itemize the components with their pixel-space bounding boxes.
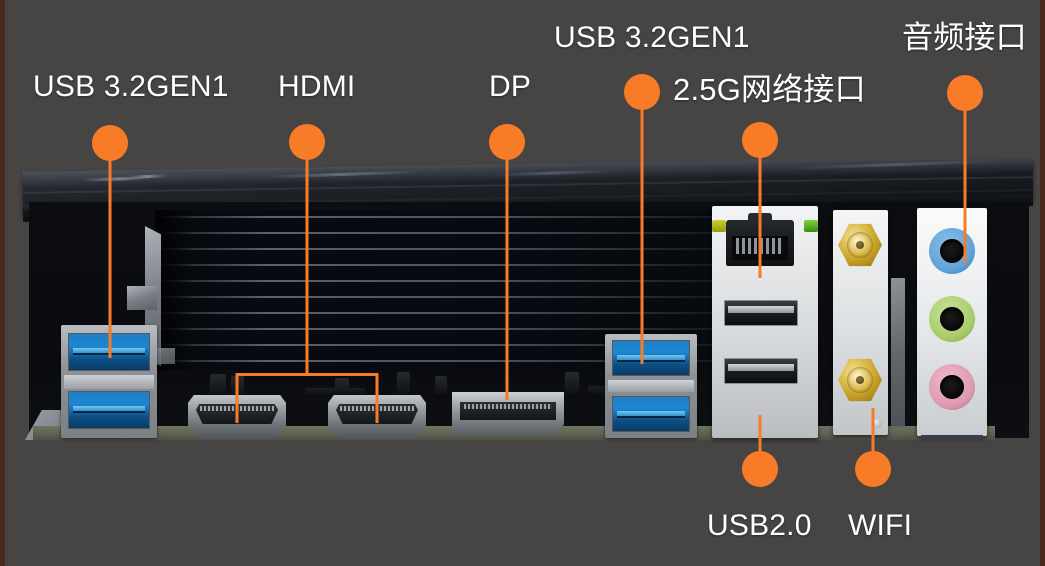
board-capacitor <box>210 374 226 394</box>
usb3-port-bottom-right <box>612 396 690 432</box>
leader-line-usb32gen1-left <box>108 143 112 358</box>
callout-dot-wifi[interactable] <box>855 451 891 487</box>
leader-line-audio <box>963 93 967 263</box>
callout-label-hdmi: HDMI <box>278 70 356 103</box>
usb3-port-top-right <box>612 340 690 376</box>
lan-led-right <box>804 220 818 232</box>
callout-dot-audio[interactable] <box>947 75 983 111</box>
io-metal-brace <box>891 278 905 428</box>
board-capacitor <box>565 372 579 394</box>
callout-dot-usb32gen1-right[interactable] <box>624 74 660 110</box>
leader-line-hdmi-stem <box>305 142 309 375</box>
lan-usb2-shield <box>712 206 818 438</box>
motherboard-photo <box>5 158 1040 458</box>
audio-jack-line-in <box>929 228 975 274</box>
callout-dot-usb20[interactable] <box>742 451 778 487</box>
callout-dot-lan-2-5g[interactable] <box>742 122 778 158</box>
leader-line-usb32gen1-right <box>640 92 644 364</box>
audio-jack-microphone <box>929 364 975 410</box>
usb2-port-top <box>724 300 798 326</box>
leader-line-wifi <box>871 408 875 469</box>
wifi-sma-connector-bottom <box>838 358 882 402</box>
wifi-sma-connector-top <box>838 223 882 267</box>
callout-label-usb20: USB2.0 <box>707 509 812 542</box>
leader-line-hdmi-bracket <box>236 373 378 376</box>
leader-line-dp <box>505 142 509 400</box>
callout-label-usb32gen1-left: USB 3.2GEN1 <box>33 70 229 103</box>
audio-jack-bracket <box>917 208 987 442</box>
usb3-stack-left <box>61 325 157 438</box>
lan-led-left <box>712 220 726 232</box>
board-capacitor <box>397 372 410 394</box>
callout-dot-usb32gen1-left[interactable] <box>92 125 128 161</box>
callout-label-dp: DP <box>489 70 532 103</box>
wifi-antenna-bracket <box>833 210 888 435</box>
usb3-stack-right <box>605 334 697 438</box>
leader-line-hdmi-branch-2 <box>375 373 379 423</box>
callout-dot-dp[interactable] <box>489 124 525 160</box>
leader-line-usb20 <box>758 415 762 469</box>
leader-line-hdmi-branch-1 <box>235 373 239 423</box>
callout-dot-hdmi[interactable] <box>289 124 325 160</box>
bracket-foot <box>921 435 983 442</box>
board-capacitor <box>435 376 447 394</box>
callout-label-audio: 音频接口 <box>902 20 1027 55</box>
leader-line-lan-2-5g <box>758 140 762 278</box>
callout-label-usb32gen1-right: USB 3.2GEN1 <box>554 21 750 54</box>
io-metal-brace <box>127 286 157 310</box>
callout-label-lan-2-5g: 2.5G网络接口 <box>673 72 866 107</box>
usb3-port-bottom-left <box>68 391 150 429</box>
board-chip <box>305 388 365 396</box>
bracket-screw <box>873 419 882 428</box>
usb2-port-bottom <box>724 358 798 384</box>
audio-jack-line-out <box>929 296 975 342</box>
callout-label-wifi: WIFI <box>848 509 913 542</box>
